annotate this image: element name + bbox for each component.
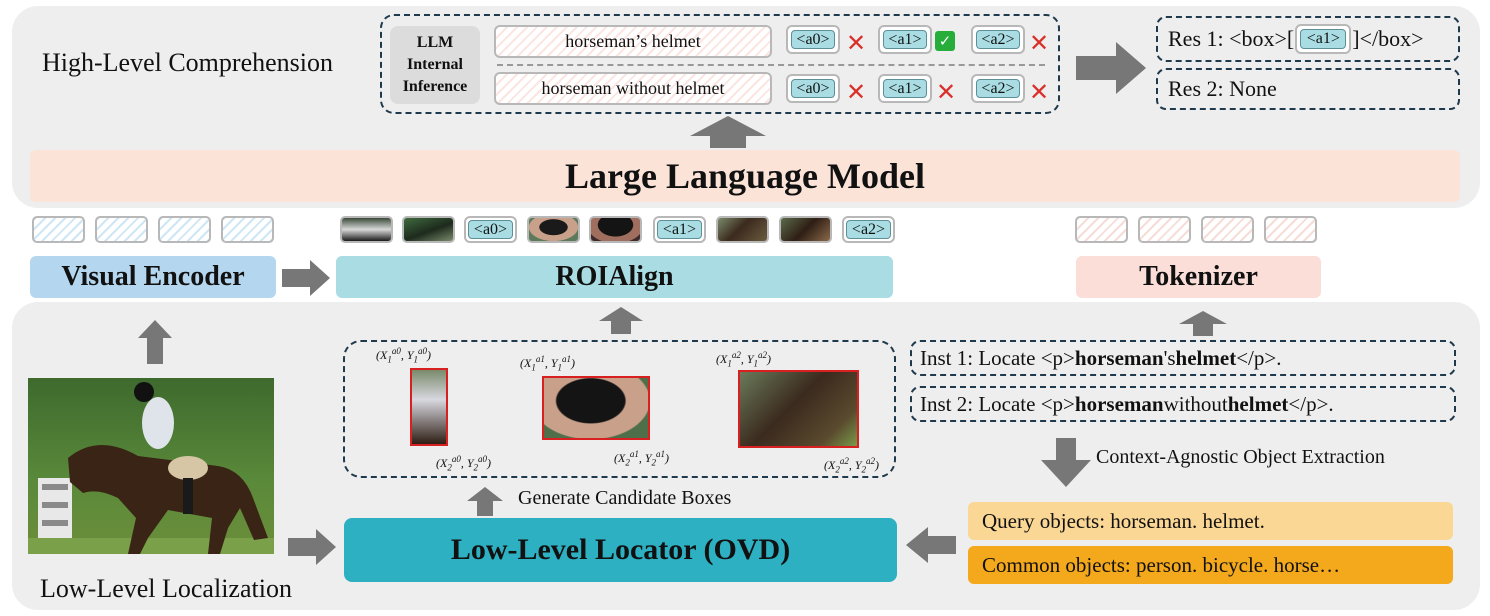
low-level-title: Low-Level Localization [40,574,292,603]
cross-icon: ✕ [846,29,867,57]
generate-candidate-label: Generate Candidate Boxes [518,487,732,509]
candidate-boxes [343,340,896,478]
token-label: <a1> [1300,29,1347,49]
row2-token-a0: <a0> [786,74,840,103]
candidate-box-a0 [410,368,448,446]
text-token [1138,216,1191,243]
arrow-up-icon [467,487,503,516]
cross-icon: ✕ [936,78,957,106]
token-label: <a2> [976,79,1020,98]
text-token [1075,216,1128,243]
arrow-up-icon [1179,311,1227,336]
roi-feature-thumbnail [340,216,393,243]
common-objects: Common objects: person. bicycle. horse… [968,546,1453,584]
token-label: <a0> [468,220,513,239]
arrow-up-icon [690,116,766,148]
visual-token [32,216,85,243]
roi-feature-thumbnail [716,216,769,243]
token-label: <a0> [791,79,835,98]
result-2: Res 2: None [1156,68,1460,110]
token-label: <a1> [657,220,702,239]
visual-token [158,216,211,243]
query-objects: Query objects: horseman. helmet. [968,502,1453,540]
check-icon: ✓ [935,31,955,51]
token-label: <a2> [976,30,1020,49]
arrow-up-icon [138,320,172,364]
llm-inference-box [380,14,1060,114]
visual-token [95,216,148,243]
row1-token-a2: <a2> [971,25,1025,54]
arrow-right-icon [288,529,336,565]
arrow-down-icon [1041,438,1091,487]
roi-token-a0: <a0> [464,216,517,243]
row2-token-a1: <a1> [878,74,932,103]
candidate-box-a2 [738,370,859,448]
text-token [1264,216,1317,243]
arrow-right-icon [1076,42,1146,94]
row1-token-a1: <a1> [878,25,932,54]
visual-encoder: Visual Encoder [30,256,276,298]
row1-token-a0: <a0> [786,25,840,54]
candidate-box-a1 [542,376,650,440]
cross-icon: ✕ [846,78,867,106]
instruction-1: Inst 1: Locate <p> horseman's helmet </p… [910,340,1456,376]
extraction-label: Context-Agnostic Object Extraction [1096,446,1385,468]
roi-feature-thumbnail [527,216,580,243]
query-text-row2: horseman without helmet [494,72,772,105]
roi-token-a2: <a2> [842,216,895,243]
roi-feature-thumbnail [589,216,642,243]
horse-rider-photo [28,378,274,554]
token-label: <a2> [846,220,891,239]
query-text-row1: horseman’s helmet [494,25,772,58]
arrow-left-icon [906,527,956,563]
roialign: ROIAlign [336,256,893,298]
token-label: <a1> [883,79,927,98]
row2-token-a2: <a2> [971,74,1025,103]
roi-feature-thumbnail [402,216,455,243]
instruction-2: Inst 2: Locate <p> horseman without helm… [910,386,1456,422]
token-label: <a1> [883,30,927,49]
box-a1-bottom-right: (X2a1, Y2a1) [614,449,670,468]
roi-token-a1: <a1> [653,216,706,243]
token-label: <a0> [791,30,835,49]
box-a0-top-left: (X1a0, Y1a0) [376,346,432,365]
arrow-right-icon [282,260,330,296]
row-separator [497,64,1045,66]
box-a2-bottom-right: (X2a2, Y2a2) [824,456,880,475]
tokenizer: Tokenizer [1076,256,1321,298]
box-a1-top-left: (X1a1, Y1a1) [520,354,576,373]
result-token: <a1> [1295,24,1352,54]
cross-icon: ✕ [1029,78,1050,106]
arrow-up-icon [599,307,643,334]
roi-feature-thumbnail [779,216,832,243]
result-1: Res 1: <box>[ <a1> ]</box> [1156,16,1460,62]
low-level-locator: Low-Level Locator (OVD) [344,518,897,582]
high-level-title: High-Level Comprehension [42,48,333,77]
box-a0-bottom-right: (X2a0, Y2a0) [436,454,492,473]
visual-token [221,216,274,243]
text-token [1201,216,1254,243]
box-a2-top-left: (X1a2, Y1a2) [716,350,772,369]
large-language-model: Large Language Model [30,150,1460,202]
cross-icon: ✕ [1029,29,1050,57]
llm-inference-label: LLM Internal Inference [390,26,480,104]
